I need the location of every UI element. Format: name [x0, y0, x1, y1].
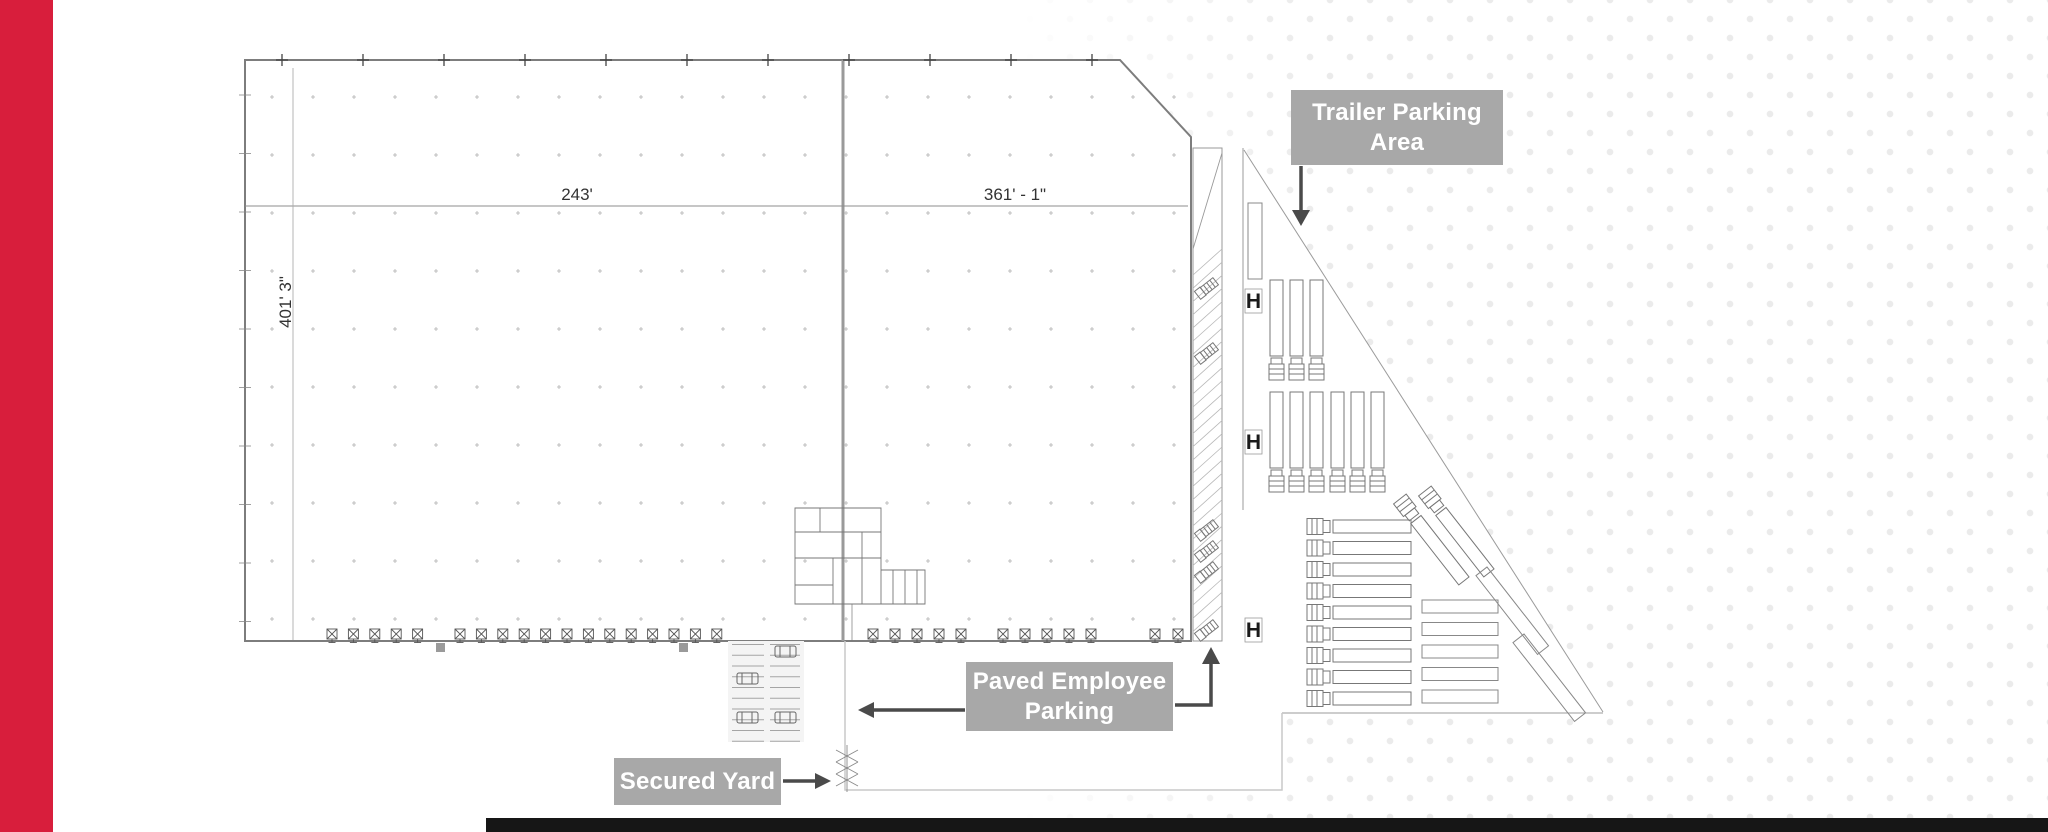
- west-wall-ticks: [239, 94, 251, 622]
- secured-yard-boundary: [844, 641, 1283, 791]
- hydrant-letter: H: [1246, 290, 1261, 313]
- empty-trailer-stall: [1247, 202, 1263, 280]
- yard-gate-symbol: [835, 745, 859, 792]
- downspout-marker: [436, 643, 445, 652]
- secured-yard-label-line1: Secured Yard: [619, 768, 776, 795]
- building-outline: [244, 59, 1192, 642]
- office-area-detail: [794, 507, 926, 641]
- hydrant-letter: H: [1246, 619, 1261, 642]
- paved-employee-parking-label: Paved Employee Parking: [966, 662, 1173, 731]
- hydrant-markers: H H H: [1244, 288, 1263, 643]
- paved-parking-up-arrow: [1175, 647, 1220, 707]
- trailer-parking-label-line2: Area: [1369, 129, 1425, 156]
- footer-black-bar: [486, 818, 2048, 832]
- dimension-building-depth: 401' 3": [276, 276, 295, 328]
- trailer-parking-arrow: [1292, 166, 1310, 226]
- column-grid-dots: [252, 80, 1182, 628]
- secured-yard-label: Secured Yard: [614, 758, 781, 805]
- trailer-parking-label-line1: Trailer Parking: [1312, 99, 1482, 126]
- trailer-parking-label: Trailer Parking Area: [1291, 90, 1503, 165]
- hydrant-letter: H: [1246, 431, 1261, 454]
- paved-parking-left-arrow: [858, 702, 965, 718]
- angled-trailers: [1393, 485, 1587, 723]
- dimension-right-width: 361' - 1": [984, 185, 1046, 204]
- east-dock-strip: [1192, 147, 1223, 642]
- paved-parking-label-line1: Paved Employee: [972, 668, 1167, 695]
- red-accent-bar: [0, 0, 53, 832]
- downspout-marker: [679, 643, 688, 652]
- employee-parking-area: [728, 641, 804, 742]
- horizontal-empty-trailers: [1421, 599, 1499, 704]
- dimension-left-width: 243': [561, 185, 593, 204]
- trailer-lot-boundary: [1242, 148, 1604, 714]
- secured-yard-arrow: [783, 773, 831, 789]
- top-wall-column-ticks: [276, 54, 1098, 66]
- paved-parking-label-line2: Parking: [1024, 698, 1115, 725]
